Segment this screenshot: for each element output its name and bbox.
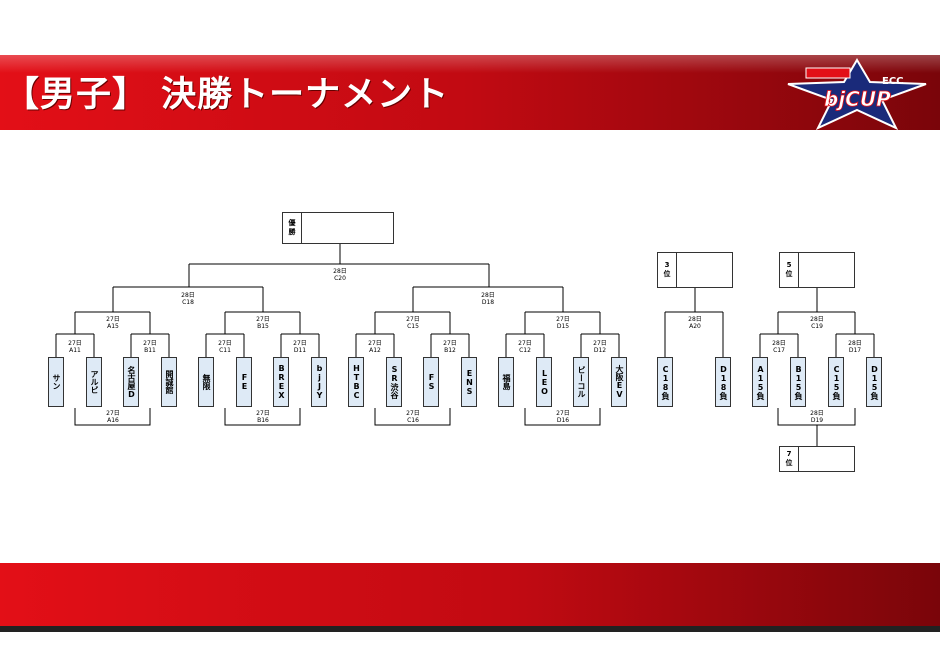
bjcup-logo: ECC bjCUP (787, 58, 927, 130)
rank-label-seventh: 7 位 (780, 447, 799, 471)
team-box: サン (48, 357, 64, 407)
team-box: HTBC (348, 357, 364, 407)
loser-box: A15負 (752, 357, 768, 407)
team-box: LEO (536, 357, 552, 407)
loser-box: B15負 (790, 357, 806, 407)
team-box: SR渋谷 (386, 357, 402, 407)
team-box: 開誠館 (161, 357, 177, 407)
rank-label-fifth: 5 位 (780, 253, 799, 287)
rank-box-seventh: 7 位 (779, 446, 855, 472)
rank-box-champion: 優 勝 (282, 212, 394, 244)
team-box: ビーコル (573, 357, 589, 407)
team-box: 大阪EV (611, 357, 627, 407)
loser-box: C18負 (657, 357, 673, 407)
team-box: 名古屋D (123, 357, 139, 407)
header-banner (0, 55, 940, 130)
team-box: 福島 (498, 357, 514, 407)
logo-ecc: ECC (882, 76, 904, 87)
team-box: アルビ (86, 357, 102, 407)
team-box: FE (236, 357, 252, 407)
team-box: ENS (461, 357, 477, 407)
page-title: 【男子】 決勝トーナメント (4, 75, 450, 115)
footer-banner (0, 563, 940, 627)
team-box: 無限 (198, 357, 214, 407)
loser-box: C15負 (828, 357, 844, 407)
loser-box: D15負 (866, 357, 882, 407)
loser-box: D18負 (715, 357, 731, 407)
rank-label-champion: 優 勝 (283, 213, 302, 243)
logo-bjcup: bjCUP (824, 87, 891, 111)
team-box: FS (423, 357, 439, 407)
rank-label-third: 3 位 (658, 253, 677, 287)
rank-box-fifth: 5 位 (779, 252, 855, 288)
team-box: BREX (273, 357, 289, 407)
team-box: bjJY (311, 357, 327, 407)
footer-divider (0, 626, 940, 632)
rank-box-third: 3 位 (657, 252, 733, 288)
